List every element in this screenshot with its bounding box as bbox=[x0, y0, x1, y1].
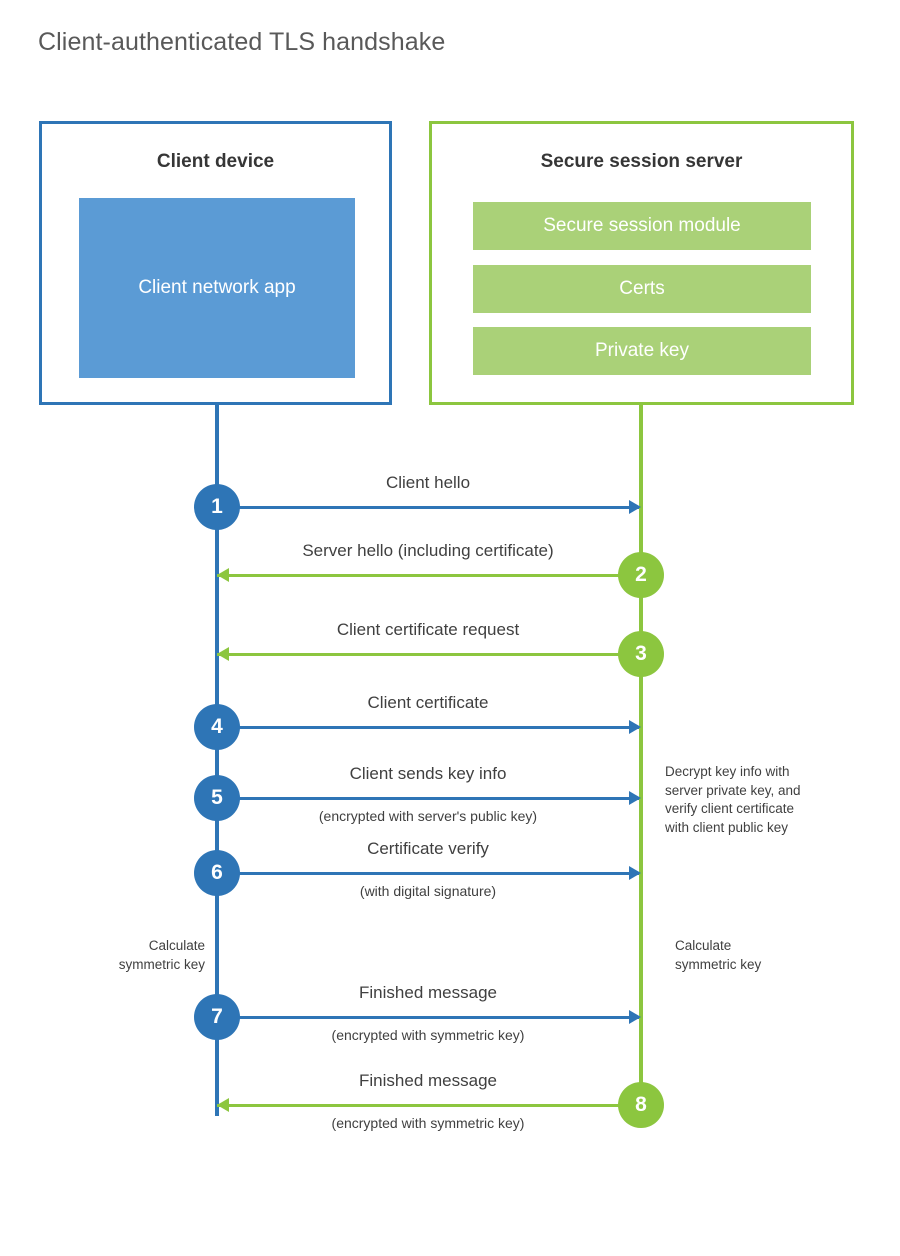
server-block-certs: Certs bbox=[473, 265, 811, 313]
message-arrow-2 bbox=[217, 574, 641, 577]
arrowhead-right-icon bbox=[629, 500, 641, 514]
message-sublabel-7: (encrypted with symmetric key) bbox=[331, 1027, 525, 1043]
message-arrow-7 bbox=[217, 1016, 639, 1019]
server-lifeline bbox=[639, 404, 643, 1107]
message-label-5: Client sends key info bbox=[349, 764, 507, 783]
arrowhead-right-icon bbox=[629, 720, 641, 734]
client-device-box: Client device Client network app bbox=[39, 121, 392, 405]
step-circle-7[interactable]: 7 bbox=[194, 994, 240, 1040]
client-device-title: Client device bbox=[156, 151, 275, 172]
message-arrow-4 bbox=[217, 726, 639, 729]
arrowhead-right-icon bbox=[629, 866, 641, 880]
message-sublabel-5: (encrypted with server's public key) bbox=[318, 808, 538, 824]
step-circle-8[interactable]: 8 bbox=[618, 1082, 664, 1128]
message-label-2: Server hello (including certificate) bbox=[302, 541, 554, 560]
client-network-app-block: Client network app bbox=[79, 198, 355, 378]
step-circle-1[interactable]: 1 bbox=[194, 484, 240, 530]
secure-session-server-title: Secure session server bbox=[540, 151, 743, 172]
step-circle-3[interactable]: 3 bbox=[618, 631, 664, 677]
message-sublabel-6: (with digital signature) bbox=[359, 883, 497, 899]
note-server-calculate-symmetric-key: Calculate symmetric key bbox=[675, 938, 762, 972]
step-circle-4[interactable]: 4 bbox=[194, 704, 240, 750]
message-label-3: Client certificate request bbox=[336, 620, 520, 639]
message-label-7: Finished message bbox=[359, 983, 497, 1002]
arrowhead-left-icon bbox=[217, 1098, 229, 1112]
message-label-1: Client hello bbox=[385, 473, 471, 492]
arrowhead-left-icon bbox=[217, 647, 229, 661]
message-label-6: Certificate verify bbox=[367, 839, 489, 858]
message-label-8: Finished message bbox=[359, 1071, 497, 1090]
message-arrow-5 bbox=[217, 797, 639, 800]
message-arrow-1 bbox=[217, 506, 639, 509]
arrowhead-right-icon bbox=[629, 1010, 641, 1024]
step-circle-6[interactable]: 6 bbox=[194, 850, 240, 896]
page-title: Client-authenticated TLS handshake bbox=[38, 28, 446, 56]
message-arrow-8 bbox=[217, 1104, 641, 1107]
message-arrow-3 bbox=[217, 653, 641, 656]
client-lifeline bbox=[215, 404, 219, 1116]
message-sublabel-8: (encrypted with symmetric key) bbox=[331, 1115, 525, 1131]
server-block-private-key: Private key bbox=[473, 327, 811, 375]
message-label-4: Client certificate bbox=[367, 693, 489, 712]
note-decrypt-key-info: Decrypt key info with server private key… bbox=[665, 764, 801, 835]
message-arrow-6 bbox=[217, 872, 639, 875]
step-circle-2[interactable]: 2 bbox=[618, 552, 664, 598]
secure-session-server-box: Secure session server Secure session mod… bbox=[429, 121, 854, 405]
step-circle-5[interactable]: 5 bbox=[194, 775, 240, 821]
arrowhead-right-icon bbox=[629, 791, 641, 805]
arrowhead-left-icon bbox=[217, 568, 229, 582]
server-block-secure-session-module: Secure session module bbox=[473, 202, 811, 250]
note-client-calculate-symmetric-key: Calculate symmetric key bbox=[118, 938, 205, 972]
